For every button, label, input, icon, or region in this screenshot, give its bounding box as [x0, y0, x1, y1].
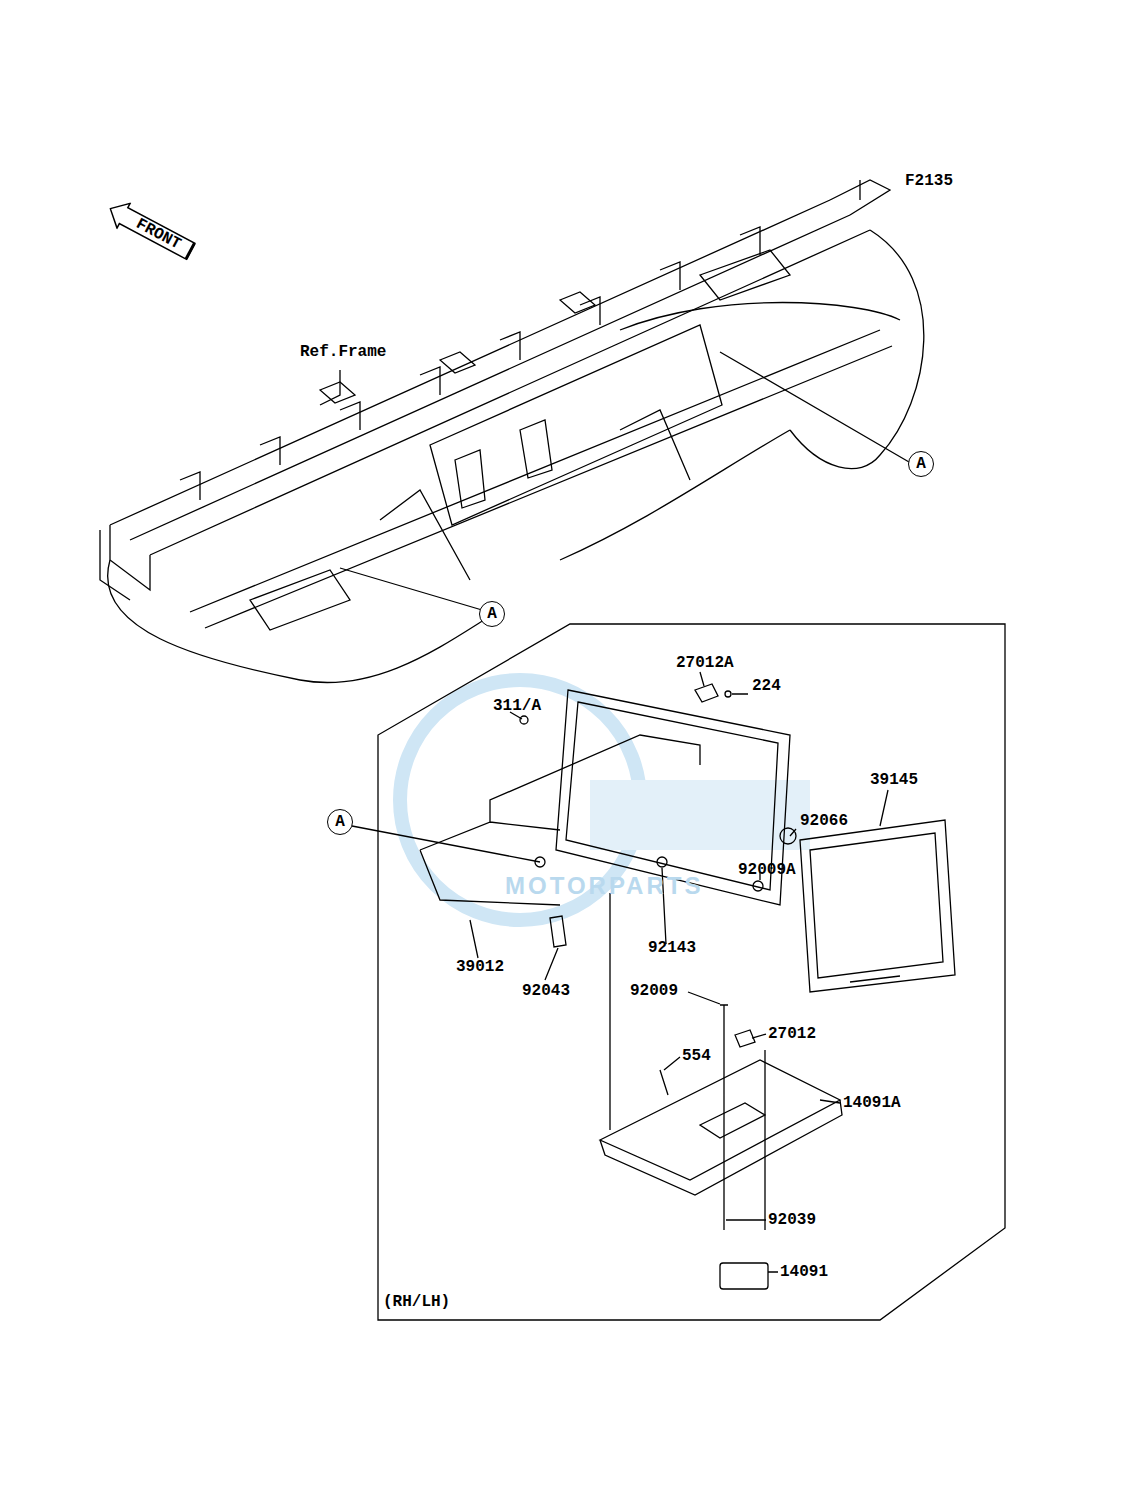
reference-letter: A — [916, 455, 926, 473]
reference-letter: A — [335, 813, 345, 831]
watermark: MOTORPARTS — [505, 877, 703, 895]
leader-line — [320, 370, 340, 405]
callout-number: 27012A — [676, 654, 734, 672]
inset-border — [378, 624, 1005, 1320]
callout-number: 14091 — [780, 1263, 828, 1281]
watermark-logo — [590, 780, 810, 850]
callout-number: 311/A — [493, 697, 541, 715]
leader-line — [340, 352, 909, 862]
callout-number: 27012 — [768, 1025, 816, 1043]
direction-arrow: FRONT — [102, 195, 198, 265]
direction-text: FRONT — [133, 215, 184, 253]
storage-box-parts — [420, 684, 955, 1289]
callout-number: 92066 — [800, 812, 848, 830]
callout-number: 554 — [682, 1047, 711, 1065]
callout-number: 92143 — [648, 939, 696, 957]
figure-code: F2135 — [905, 172, 953, 190]
callout-number: 224 — [752, 677, 781, 695]
reference-circle: A — [327, 809, 353, 835]
callout-number: 92043 — [522, 982, 570, 1000]
reference-circle: A — [908, 451, 934, 477]
frame-illustration — [100, 180, 924, 683]
callout-number: 92039 — [768, 1211, 816, 1229]
leader-line — [470, 672, 888, 1272]
reference-letter: A — [487, 605, 497, 623]
callout-number: 39145 — [870, 771, 918, 789]
reference-label: Ref.Frame — [300, 343, 386, 361]
callout-number: 39012 — [456, 958, 504, 976]
reference-circle: A — [479, 601, 505, 627]
callout-number: 14091A — [843, 1094, 901, 1112]
side-note: (RH/LH) — [383, 1293, 450, 1311]
callout-number: 92009A — [738, 861, 796, 879]
callout-number: 92009 — [630, 982, 678, 1000]
